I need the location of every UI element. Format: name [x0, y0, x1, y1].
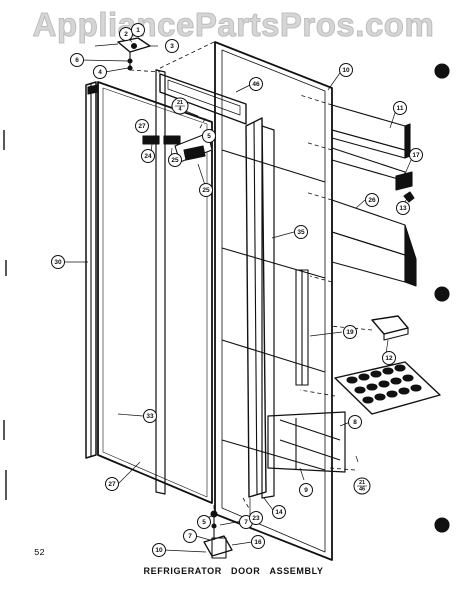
- callout-circle: [197, 515, 211, 529]
- callout-number: 2: [124, 31, 128, 38]
- callout-circle: [135, 119, 149, 133]
- callout-circle: [141, 149, 155, 163]
- callout-number: 24: [144, 153, 152, 160]
- callout-number: 30: [54, 259, 62, 266]
- callout-number: 16: [254, 539, 262, 546]
- callout-number: 25: [171, 157, 179, 164]
- callout-number: 9: [304, 487, 308, 494]
- callout-circle: [396, 201, 410, 215]
- callout-number: 7: [188, 533, 192, 540]
- callout-number: 1: [136, 27, 140, 34]
- callout-circle: [299, 483, 313, 497]
- callout-number: 7: [244, 519, 248, 526]
- small-parts: [142, 135, 206, 161]
- watermark-text: AppliancePartsPros.com: [32, 6, 435, 44]
- callout-number: 11: [397, 105, 404, 112]
- callout-circle: [202, 129, 216, 143]
- callout-circle: [105, 477, 119, 491]
- callout-number: 5: [202, 519, 206, 526]
- title-word: ASSEMBLY: [269, 566, 324, 576]
- callout-circle: [294, 225, 308, 239]
- callout-circle: [51, 255, 65, 269]
- callout-number: 12: [385, 355, 393, 362]
- callout-circle: [348, 415, 362, 429]
- callout-circle: [365, 193, 379, 207]
- callout-circle: [168, 153, 182, 167]
- callout-number: 19: [346, 329, 354, 336]
- callout-circle: [251, 535, 265, 549]
- callout-number: 17: [412, 152, 420, 159]
- callout-number: 27: [138, 123, 146, 130]
- callout-number: 35: [297, 229, 305, 236]
- callout-number: 21: [177, 100, 183, 106]
- callout-circle: [152, 543, 166, 557]
- door-shelf-upper: [331, 104, 411, 159]
- callout-number: 23: [252, 515, 260, 522]
- callout-circle: [165, 39, 179, 53]
- callout-number: 6: [75, 57, 79, 64]
- callout-number: 10: [155, 547, 163, 554]
- callout-number: 27: [108, 481, 116, 488]
- callout-number: 5: [207, 133, 211, 140]
- callout-number: 14: [275, 509, 283, 516]
- top-hinge: [117, 37, 151, 71]
- callout-number: 21: [359, 480, 365, 486]
- callout-circle: [143, 409, 157, 423]
- egg-tray: [334, 361, 441, 415]
- callout-number: 46: [252, 81, 260, 88]
- door-trim-left: [85, 81, 99, 459]
- callout-number: 4: [98, 69, 102, 76]
- callout-circle: [343, 325, 357, 339]
- callout-circle: [70, 53, 84, 67]
- callout-number: 3: [170, 43, 174, 50]
- door-panel: [97, 81, 213, 504]
- vertical-bar: [295, 269, 309, 386]
- callout-number: 10: [342, 67, 350, 74]
- callout-circle: [382, 351, 396, 365]
- callout-circle: [183, 529, 197, 543]
- diagram-title: REFRIGERATOR DOOR ASSEMBLY: [0, 566, 467, 576]
- callout-circle: [393, 101, 407, 115]
- callout-circle: [131, 23, 145, 37]
- title-word: REFRIGERATOR: [143, 566, 222, 576]
- punch-hole: [434, 517, 450, 533]
- callout-number: 13: [399, 205, 407, 212]
- punch-hole: [434, 63, 450, 79]
- callout-circle: [409, 148, 423, 162]
- punch-hole: [434, 286, 450, 302]
- callout-number: 4: [178, 107, 182, 113]
- callout-number: 26: [368, 197, 376, 204]
- butter-dish: [371, 315, 409, 341]
- callout-number: 33: [146, 413, 154, 420]
- callout-number: 46: [359, 487, 365, 493]
- breaker-strip: [155, 69, 275, 499]
- callout-number: 8: [353, 419, 357, 426]
- title-word: DOOR: [230, 566, 261, 576]
- callout-circle: [272, 505, 286, 519]
- door-shelf-lower: [331, 199, 417, 287]
- callout-circle: [93, 65, 107, 79]
- callout-circle: [199, 183, 213, 197]
- callout-circle: [249, 77, 263, 91]
- callout-circle: [339, 63, 353, 77]
- callout-circle: [249, 511, 263, 525]
- top-trim-block: [159, 73, 247, 125]
- bottom-liner-section: [267, 411, 346, 473]
- callout-number: 25: [202, 187, 210, 194]
- page-number: 52: [34, 548, 45, 558]
- shelf-rail: [331, 147, 415, 203]
